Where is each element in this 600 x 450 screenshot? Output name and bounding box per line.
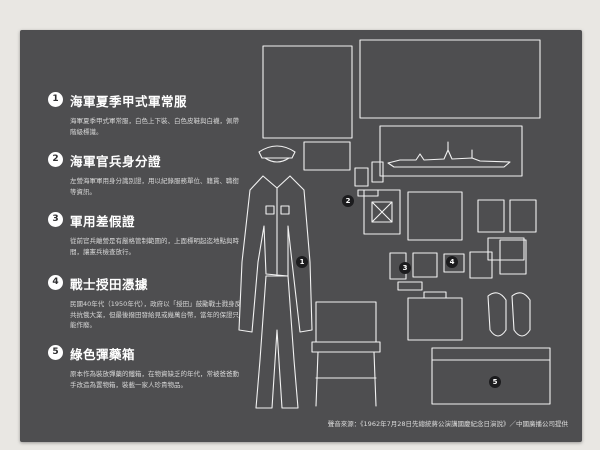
chair-leg xyxy=(315,351,319,407)
audio-source-credit: 聲音來源：《1962年7月28日先總統蔣公演講國慶紀念日演說》／中國廣播公司提供 xyxy=(327,420,568,428)
document-frame xyxy=(303,141,351,171)
document-frame xyxy=(509,199,537,233)
item-title: 軍用差假證 xyxy=(70,214,136,229)
item-title: 綠色彈藥箱 xyxy=(70,347,136,362)
marker-badge: 4 xyxy=(446,256,458,268)
chair-leg xyxy=(373,351,377,407)
id-card-frame xyxy=(363,189,401,235)
cap-visor xyxy=(264,157,290,163)
land-certificate-frame xyxy=(499,239,527,275)
uniform-trousers-icon xyxy=(255,275,299,409)
frame-outline xyxy=(359,39,541,119)
item-description: 從前官兵離營是有嚴格管制範圍的，上面標明起迄地點與時間，讓憲兵檢查放行。 xyxy=(70,237,239,256)
frame-outline xyxy=(262,45,353,139)
id-card-icon xyxy=(371,201,393,223)
item-description: 海軍夏季甲式軍常服，白色上下裝、白色皮鞋與白襪，佩帶階級標識。 xyxy=(70,117,239,136)
marker-badge: 3 xyxy=(399,262,411,274)
land-certificate-frame xyxy=(443,253,465,273)
document-frame xyxy=(407,191,463,241)
document-frame xyxy=(371,161,384,183)
chair-back-icon xyxy=(315,301,377,343)
item-number: 5 xyxy=(48,345,63,360)
item-description: 原本作為裝放彈藥的鐵箱，在物資缺乏的年代，常被爸爸動手改造為置物箱，裝載一家人珍… xyxy=(70,370,239,389)
item-number: 1 xyxy=(48,92,63,107)
marker-badge: 1 xyxy=(296,256,308,268)
item-number: 3 xyxy=(48,212,63,227)
leave-pass-frame xyxy=(412,252,438,278)
item-title: 海軍官兵身分證 xyxy=(70,154,162,169)
pocket-outline xyxy=(280,205,290,215)
suitcase-icon xyxy=(407,297,463,341)
document-frame xyxy=(477,199,505,233)
exhibit-line-drawing xyxy=(238,39,551,409)
ammo-box-icon xyxy=(431,347,551,405)
officer-cap-icon xyxy=(258,145,296,159)
document-frame xyxy=(487,237,525,261)
shoe-icon xyxy=(487,292,507,337)
document-frame xyxy=(357,189,379,197)
uniform-jacket-icon xyxy=(238,175,313,333)
document-frame xyxy=(354,167,369,187)
ship-case-outline xyxy=(379,125,523,177)
marker-badge: 2 xyxy=(342,195,354,207)
shoe-icon xyxy=(511,292,531,337)
item-number: 4 xyxy=(48,275,63,290)
chair-seat-icon xyxy=(311,341,381,353)
exhibit-panel: 1 海軍夏季甲式軍常服 海軍夏季甲式軍常服，白色上下裝、白色皮鞋與白襪，佩帶階級… xyxy=(20,30,582,442)
land-certificate-frame xyxy=(469,251,493,279)
warship-icon xyxy=(387,149,511,168)
leave-pass-frame xyxy=(397,281,423,291)
marker-badge: 5 xyxy=(489,376,501,388)
item-title: 海軍夏季甲式軍常服 xyxy=(70,94,188,109)
item-number: 2 xyxy=(48,152,63,167)
item-description: 左營海軍軍用身分識別證，用以紀錄服務單位、籍貫、職銜等資訊。 xyxy=(70,177,239,196)
pocket-outline xyxy=(265,205,275,215)
item-description: 民國40年代（1950年代），政府以「授田」鼓勵戰士戮身反共抗俄大業，但最後撥田… xyxy=(70,300,242,329)
item-title: 戰士授田憑據 xyxy=(70,277,149,292)
suitcase-handle xyxy=(423,291,447,299)
